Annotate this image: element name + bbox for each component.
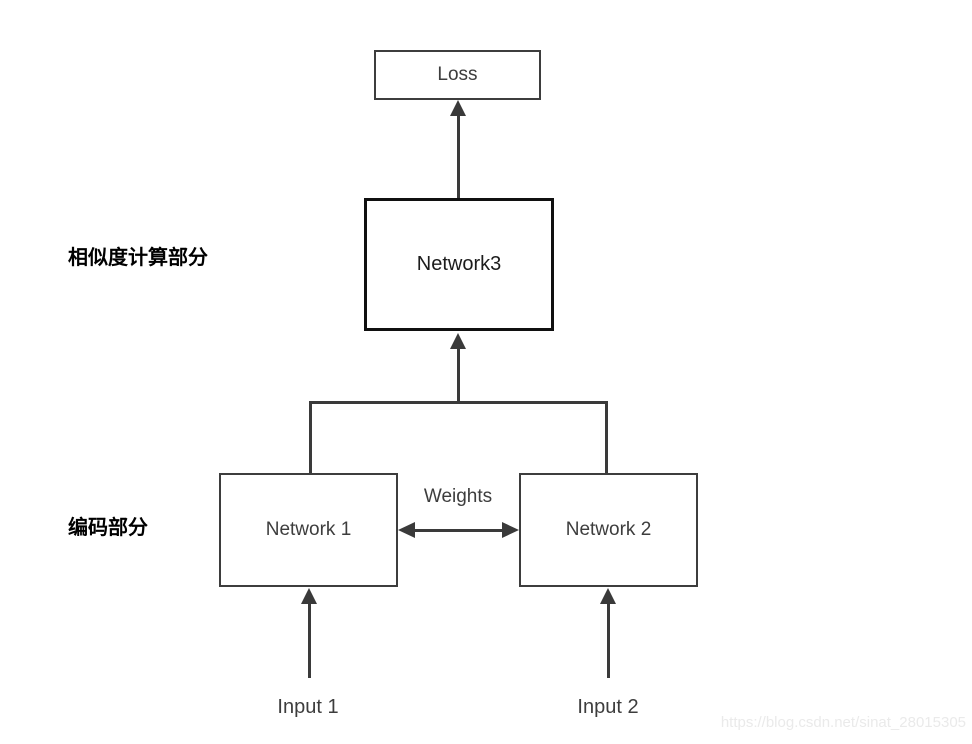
loss-node-label: Loss — [437, 64, 478, 85]
network2-node: Network 2 — [519, 473, 698, 587]
section-label-encoding: 编码部分 — [68, 517, 148, 539]
arrowhead-up-loss-icon — [450, 100, 466, 116]
arrowhead-up-input1-icon — [301, 588, 317, 604]
network3-node-label: Network3 — [416, 253, 502, 275]
junction-horizontal-line — [309, 401, 608, 404]
arrowhead-up-input2-icon — [600, 588, 616, 604]
network1-node-label: Network 1 — [265, 519, 352, 540]
watermark-url: https://blog.csdn.net/sinat_28015305 — [720, 714, 966, 731]
weights-edge-label: Weights — [423, 486, 493, 507]
network1-node: Network 1 — [219, 473, 398, 587]
junction-left-branch-line — [309, 401, 312, 473]
junction-right-branch-line — [605, 401, 608, 473]
connector-junction-to-network3 — [457, 347, 460, 403]
connector-input2-to-network2 — [607, 601, 610, 678]
input2-label: Input 2 — [577, 696, 639, 718]
arrowhead-up-network3-icon — [450, 333, 466, 349]
network3-node: Network3 — [364, 198, 554, 331]
connector-input1-to-network1 — [308, 601, 311, 678]
connector-network3-to-loss — [457, 112, 460, 198]
arrowhead-right-weights-icon — [502, 522, 519, 538]
arrowhead-left-weights-icon — [398, 522, 415, 538]
weights-connector-line — [412, 529, 505, 532]
input1-label: Input 1 — [277, 696, 339, 718]
network2-node-label: Network 2 — [565, 519, 652, 540]
section-label-similarity: 相似度计算部分 — [68, 247, 208, 269]
loss-node: Loss — [374, 50, 541, 100]
